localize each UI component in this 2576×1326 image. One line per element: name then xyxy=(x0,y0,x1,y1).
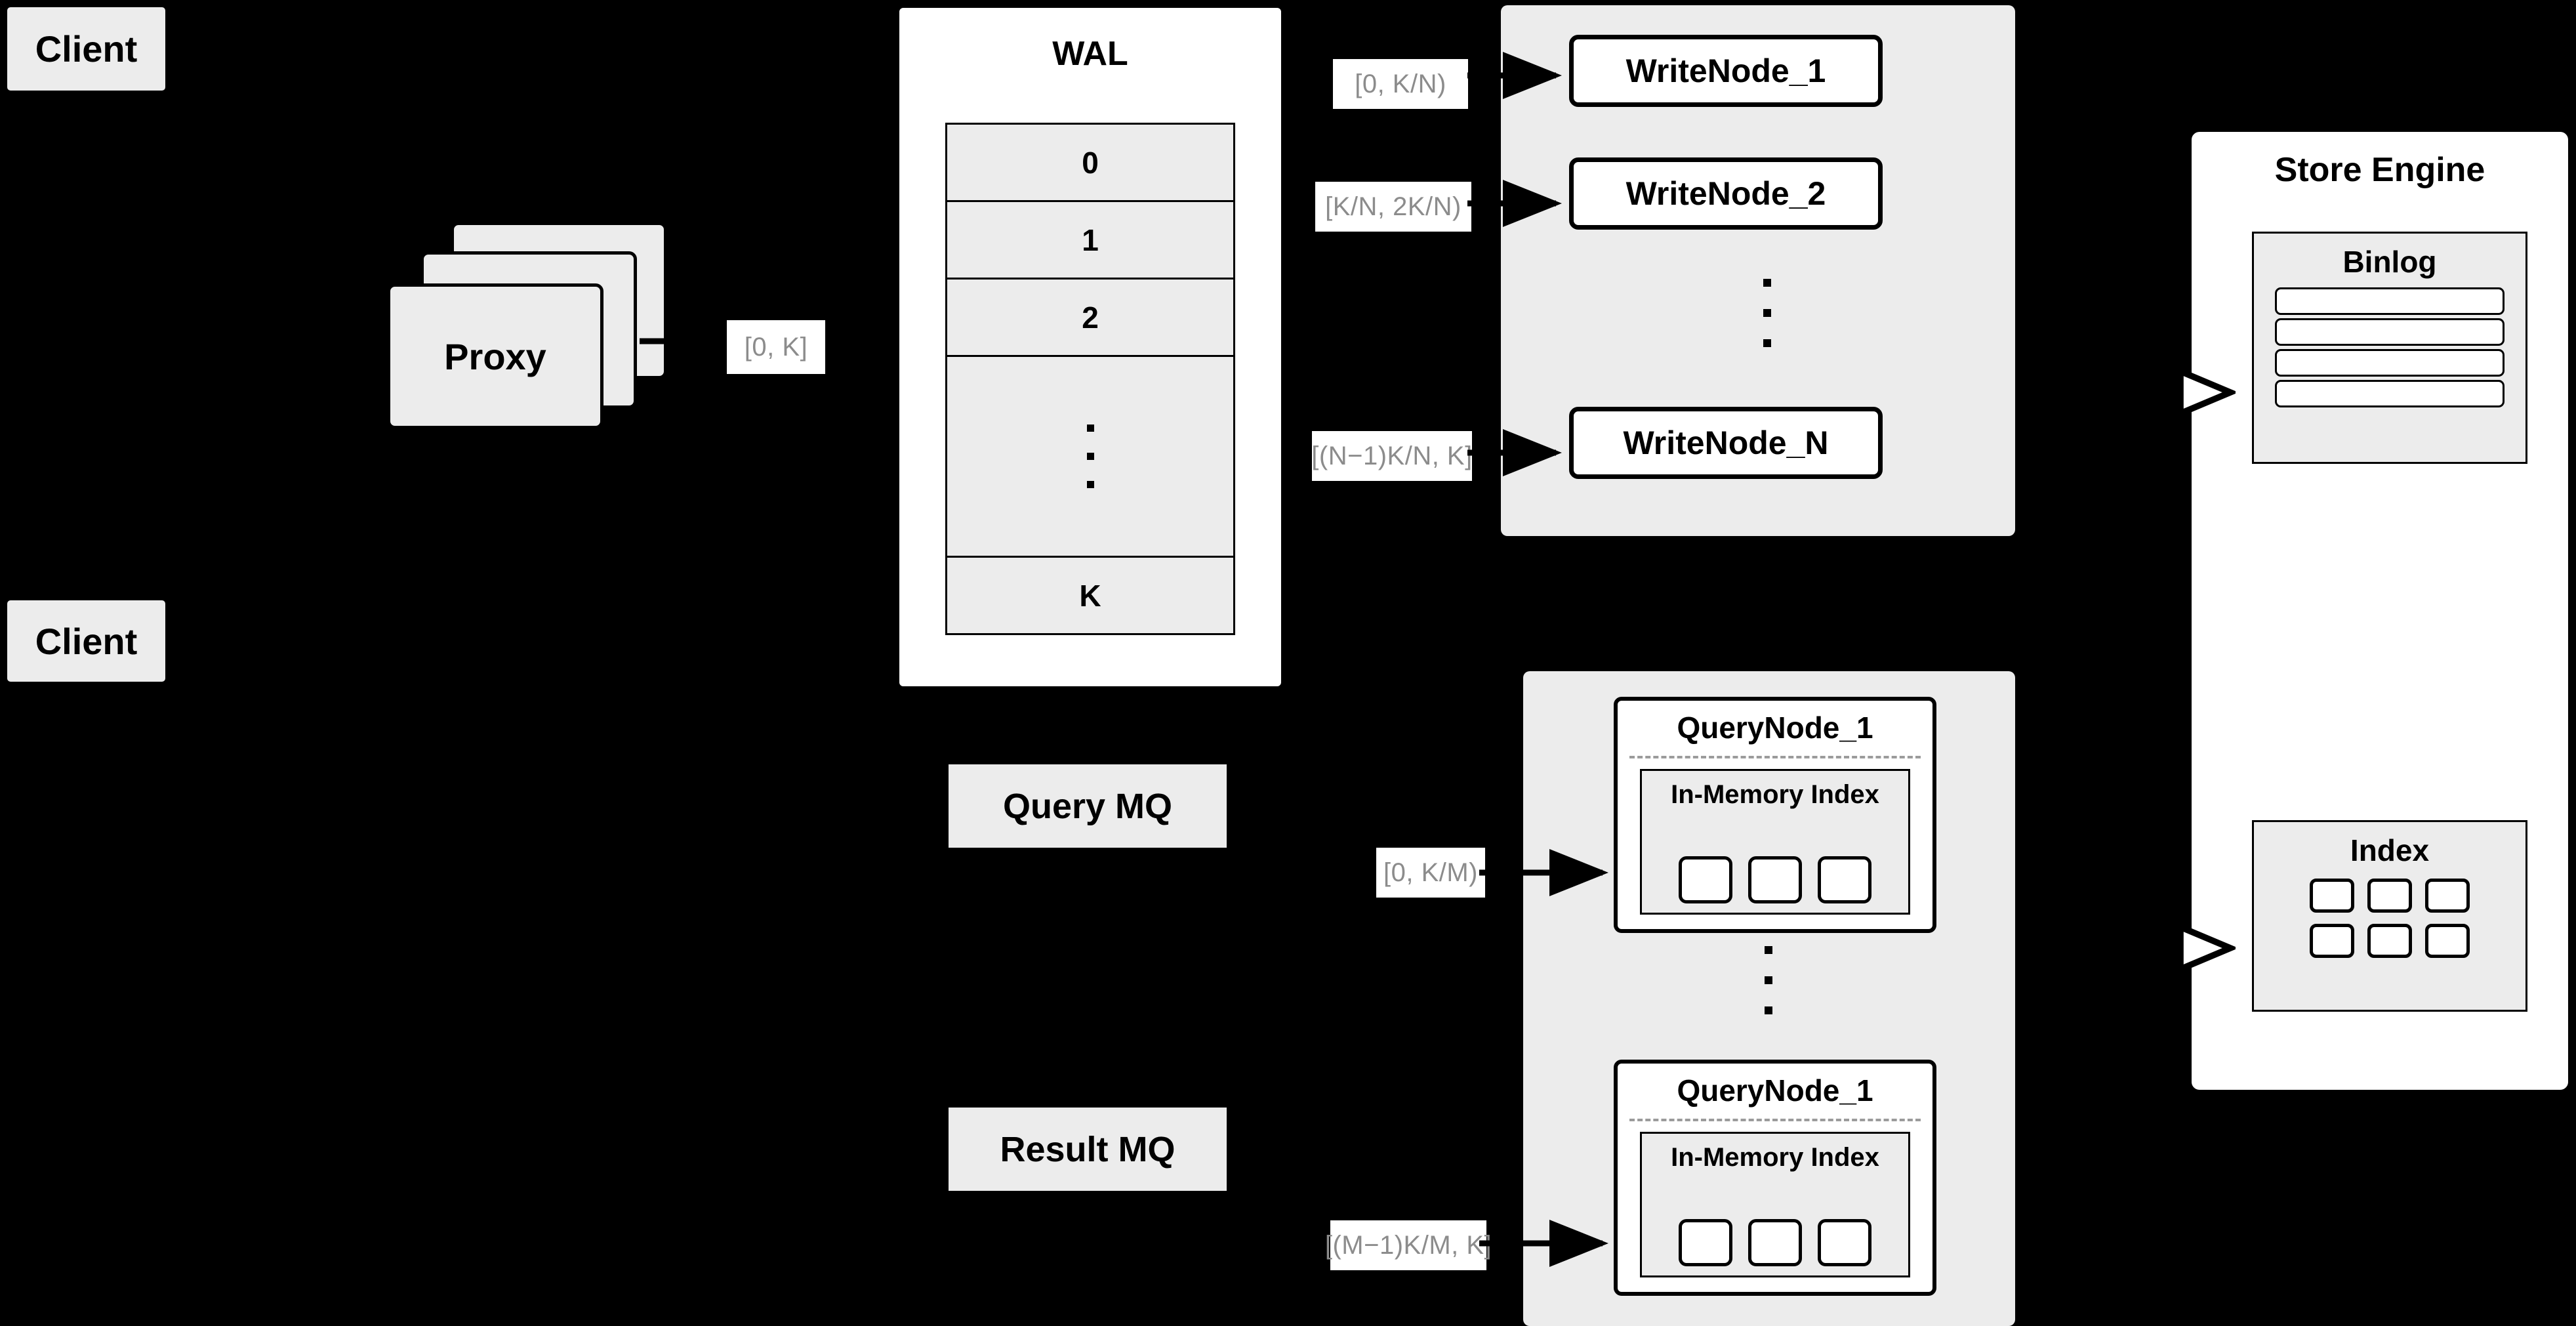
write-node-ellipsis xyxy=(1763,279,1771,347)
wal-row-ellipsis xyxy=(947,357,1233,558)
range-tag-text: [(N−1)K/N, K] xyxy=(1311,441,1473,470)
ellipsis-dot xyxy=(1086,453,1094,460)
write-node-label: WriteNode_N xyxy=(1623,425,1829,461)
wal-title: WAL xyxy=(1052,35,1128,73)
query-mq-box[interactable]: Query MQ xyxy=(947,762,1229,850)
in-memory-index-cells xyxy=(1642,1219,1908,1266)
index-cell[interactable] xyxy=(1818,856,1871,903)
client-label: Client xyxy=(35,28,138,70)
ellipsis-dot xyxy=(1086,425,1094,432)
query-node-1[interactable]: QueryNode_1 In-Memory Index xyxy=(1614,697,1936,933)
write-node-1[interactable]: WriteNode_1 xyxy=(1569,35,1883,107)
index-title: Index xyxy=(2350,833,2430,867)
result-mq-label: Result MQ xyxy=(1000,1129,1176,1169)
index-grid xyxy=(2254,879,2525,958)
client-box-1[interactable]: Client xyxy=(5,5,167,93)
range-tag-text: [0, K/N) xyxy=(1355,69,1446,98)
query-node-divider xyxy=(1629,756,1921,758)
index-cell[interactable] xyxy=(1748,1219,1802,1266)
ellipsis-dot xyxy=(1763,309,1771,317)
in-memory-index-m: In-Memory Index xyxy=(1640,1132,1910,1277)
index-cell[interactable] xyxy=(2425,879,2470,913)
index-cell[interactable] xyxy=(2310,924,2354,958)
binlog-row[interactable] xyxy=(2275,349,2504,377)
range-tag-text: [0, K/M) xyxy=(1383,858,1479,887)
ellipsis-dot xyxy=(1765,1006,1772,1014)
index-panel[interactable]: Index xyxy=(2252,820,2527,1012)
range-tag-proxy-to-wal: [0, K] xyxy=(727,320,825,374)
binlog-rows xyxy=(2275,287,2504,407)
ellipsis-dot xyxy=(1763,339,1771,347)
query-node-m[interactable]: QueryNode_1 In-Memory Index xyxy=(1614,1060,1936,1296)
range-tag-write-n: [(N−1)K/N, K] xyxy=(1311,431,1473,481)
range-tag-text: [0, K] xyxy=(744,332,808,362)
query-node-label: QueryNode_1 xyxy=(1677,1073,1873,1108)
index-cell[interactable] xyxy=(2367,879,2412,913)
binlog-row[interactable] xyxy=(2275,380,2504,407)
range-tag-text: [(M−1)K/M, K] xyxy=(1324,1230,1492,1260)
range-tag-query-m: [(M−1)K/M, K] xyxy=(1325,1220,1492,1270)
binlog-row[interactable] xyxy=(2275,287,2504,315)
index-cell[interactable] xyxy=(2310,879,2354,913)
wal-row-label: 2 xyxy=(1082,300,1099,335)
query-node-ellipsis xyxy=(1765,946,1772,1014)
wal-row-label: 0 xyxy=(1082,145,1099,180)
write-node-n[interactable]: WriteNode_N xyxy=(1569,407,1883,479)
index-cell[interactable] xyxy=(1818,1219,1871,1266)
query-node-divider xyxy=(1629,1119,1921,1121)
store-engine-title: Store Engine xyxy=(2274,151,2485,189)
range-tag-write-1: [0, K/N) xyxy=(1333,59,1468,109)
client-label: Client xyxy=(35,620,138,662)
in-memory-index-label: In-Memory Index xyxy=(1671,1143,1879,1172)
index-cell[interactable] xyxy=(1679,856,1732,903)
ellipsis-dot xyxy=(1763,279,1771,287)
ellipsis-dot xyxy=(1765,976,1772,984)
result-mq-box[interactable]: Result MQ xyxy=(947,1106,1229,1193)
wal-panel[interactable]: WAL 0 1 2 K xyxy=(897,5,1284,689)
in-memory-index-label: In-Memory Index xyxy=(1671,780,1879,809)
wal-row[interactable]: 2 xyxy=(947,280,1233,357)
wal-row-label: K xyxy=(1079,578,1101,613)
ellipsis-dot xyxy=(1765,946,1772,954)
range-tag-query-1: [0, K/M) xyxy=(1376,848,1485,898)
proxy-card-front[interactable]: Proxy xyxy=(387,283,603,429)
ellipsis-dot xyxy=(1086,481,1094,488)
query-node-label: QueryNode_1 xyxy=(1677,711,1873,745)
in-memory-index-1: In-Memory Index xyxy=(1640,769,1910,915)
wal-row[interactable]: K xyxy=(947,558,1233,633)
wal-row[interactable]: 1 xyxy=(947,202,1233,280)
index-cell[interactable] xyxy=(1679,1219,1732,1266)
binlog-title: Binlog xyxy=(2342,245,2437,279)
range-tag-text: [K/N, 2K/N) xyxy=(1325,192,1462,221)
in-memory-index-cells xyxy=(1642,856,1908,903)
index-cell[interactable] xyxy=(1748,856,1802,903)
index-cell[interactable] xyxy=(2425,924,2470,958)
binlog-panel[interactable]: Binlog xyxy=(2252,232,2527,464)
index-cell[interactable] xyxy=(2367,924,2412,958)
proxy-label: Proxy xyxy=(444,335,546,377)
index-grid-row xyxy=(2310,924,2470,958)
write-node-label: WriteNode_1 xyxy=(1625,52,1826,89)
wal-table: 0 1 2 K xyxy=(945,123,1235,635)
wal-row-label: 1 xyxy=(1082,222,1099,257)
write-node-2[interactable]: WriteNode_2 xyxy=(1569,157,1883,230)
range-tag-write-2: [K/N, 2K/N) xyxy=(1315,182,1471,232)
wal-row[interactable]: 0 xyxy=(947,125,1233,202)
query-mq-label: Query MQ xyxy=(1002,786,1173,826)
binlog-row[interactable] xyxy=(2275,318,2504,346)
index-grid-row xyxy=(2310,879,2470,913)
client-box-2[interactable]: Client xyxy=(5,598,167,684)
write-node-label: WriteNode_2 xyxy=(1625,175,1826,212)
store-engine-panel[interactable]: Store Engine Binlog Index xyxy=(2189,129,2571,1092)
